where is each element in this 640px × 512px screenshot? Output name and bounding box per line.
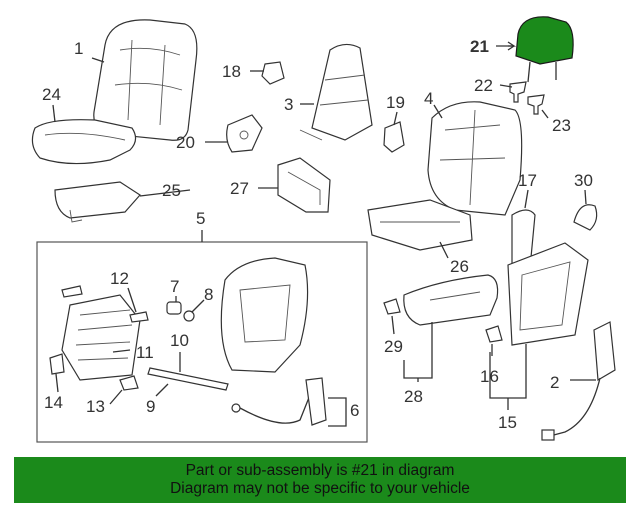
part-back-panel-15[interactable]: [507, 242, 589, 346]
leader-lines: [52, 41, 596, 427]
callout-23: 23: [552, 116, 571, 135]
part-bolt-7[interactable]: [166, 301, 182, 315]
callout-3: 3: [284, 95, 293, 114]
callout-1: 1: [74, 39, 83, 58]
part-clip-18[interactable]: [261, 61, 285, 85]
parts-diagram: 1 2 3 4 5 6 7 8 9 10 11 12 13 14 15 16 1…: [31, 16, 616, 443]
callout-17: 17: [518, 171, 537, 190]
callout-24: 24: [42, 85, 61, 104]
banner-line-1: Part or sub-assembly is #21 in diagram: [185, 462, 455, 479]
callout-2: 2: [550, 373, 559, 392]
part-cable-2[interactable]: [541, 321, 616, 441]
callout-15: 15: [498, 413, 517, 432]
part-seat-cushion[interactable]: [31, 119, 137, 165]
part-cable-6[interactable]: [231, 377, 327, 426]
part-clip-12[interactable]: [61, 285, 149, 323]
part-guide-22[interactable]: [509, 81, 527, 103]
part-headrest-21[interactable]: [515, 16, 574, 83]
callout-13: 13: [86, 397, 105, 416]
part-bracket-20[interactable]: [226, 114, 263, 153]
banner-line-2: Diagram may not be specific to your vehi…: [170, 480, 470, 497]
part-bracket-27[interactable]: [277, 157, 331, 213]
part-lumbar-11[interactable]: [61, 294, 141, 381]
callout-7: 7: [170, 277, 179, 296]
part-clip-16[interactable]: [485, 325, 503, 343]
callout-12: 12: [110, 269, 129, 288]
part-rod-10[interactable]: [147, 367, 229, 391]
callout-22: 22: [474, 76, 493, 95]
callout-8: 8: [204, 285, 213, 304]
callout-28: 28: [404, 387, 423, 406]
callout-labels: 1 2 3 4 5 6 7 8 9 10 11 12 13 14 15 16 1…: [42, 37, 593, 432]
part-nut-8[interactable]: [183, 310, 195, 322]
callout-30: 30: [574, 171, 593, 190]
part-side-shield-28[interactable]: [403, 274, 499, 326]
part-cover-30[interactable]: [573, 204, 598, 231]
callout-29: 29: [384, 337, 403, 356]
part-back-pad-3[interactable]: [299, 43, 373, 141]
callout-11: 11: [136, 343, 154, 362]
callout-14: 14: [44, 393, 63, 412]
callout-26: 26: [450, 257, 469, 276]
callout-27: 27: [230, 179, 249, 198]
part-back-frame[interactable]: [220, 257, 309, 373]
callout-19: 19: [386, 93, 405, 112]
callout-5: 5: [196, 209, 205, 228]
part-cushion-trim-26[interactable]: [367, 199, 473, 251]
callout-25: 25: [162, 181, 181, 200]
callout-9: 9: [146, 397, 155, 416]
callout-20: 20: [176, 133, 195, 152]
callout-21: 21: [470, 37, 489, 56]
part-clip-29[interactable]: [383, 298, 401, 315]
callout-18: 18: [222, 62, 241, 81]
callout-10: 10: [170, 331, 189, 350]
part-clip-14[interactable]: [49, 353, 65, 375]
part-back-trim-4[interactable]: [427, 101, 523, 216]
part-seat-back-cover[interactable]: [93, 19, 198, 141]
part-clip-19[interactable]: [383, 121, 405, 153]
callout-4: 4: [424, 89, 433, 108]
part-cushion-cover[interactable]: [54, 181, 141, 223]
callout-16: 16: [480, 367, 499, 386]
part-clip-13[interactable]: [119, 375, 139, 391]
info-banner: Part or sub-assembly is #21 in diagram D…: [14, 457, 626, 503]
part-guide-23[interactable]: [527, 94, 545, 115]
callout-6: 6: [350, 401, 359, 420]
